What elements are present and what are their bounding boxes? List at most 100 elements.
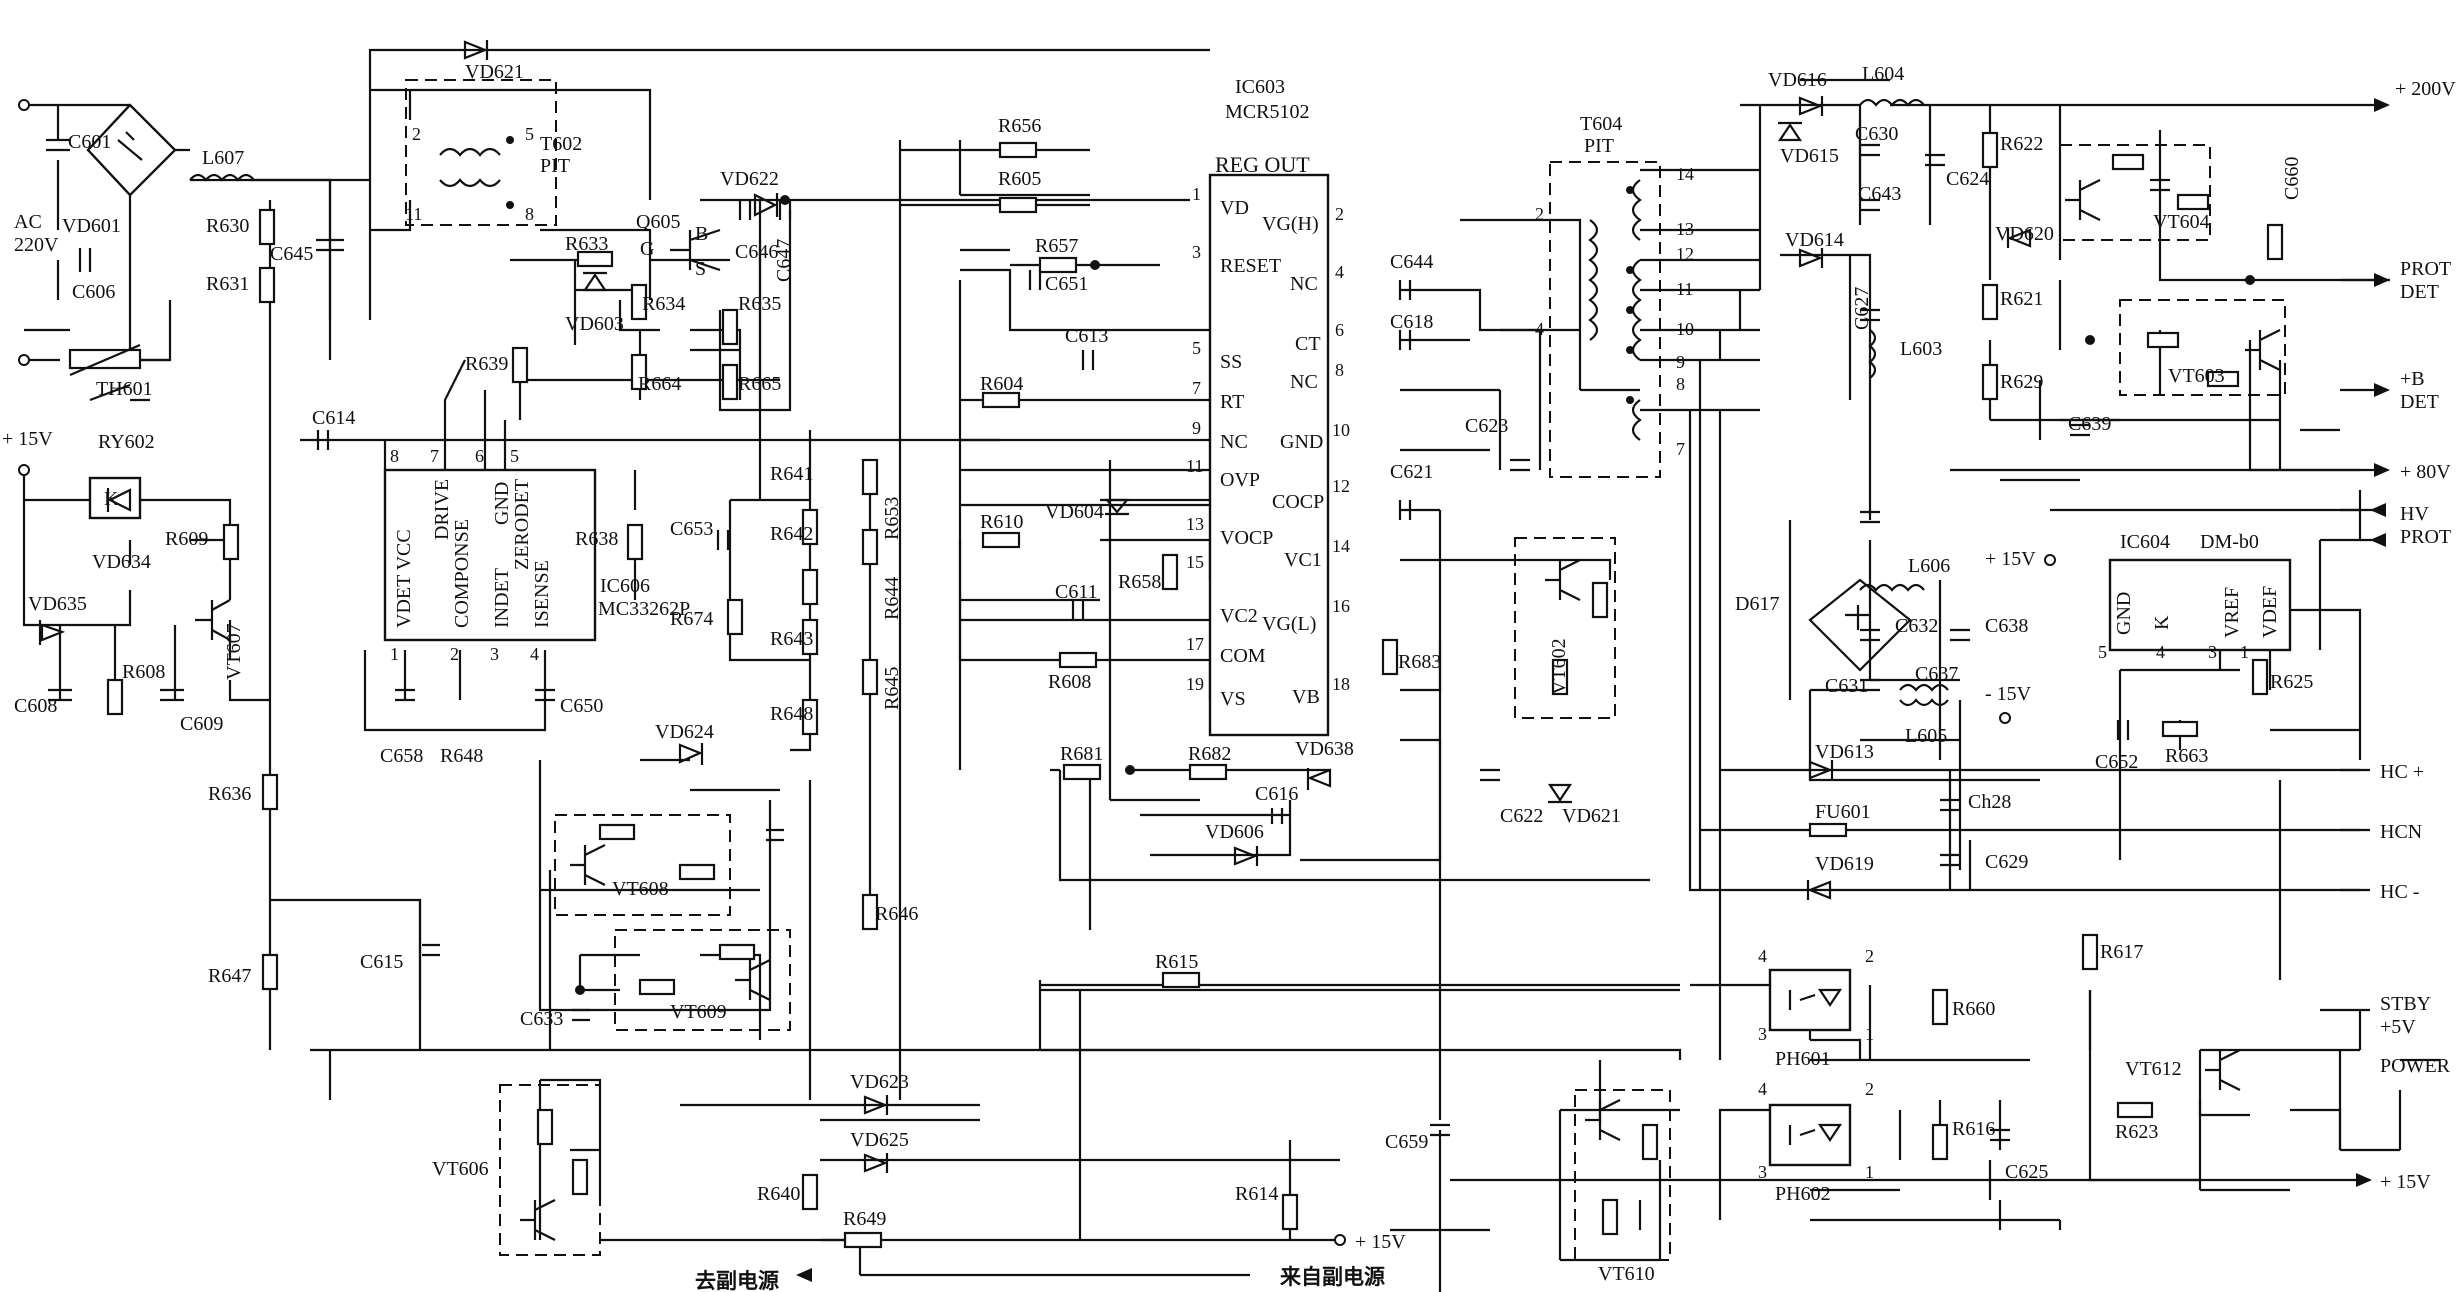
ic606-labels: 8 7 6 5 VDET VCC DRIVE GND ZERODET COMPO… bbox=[390, 446, 690, 664]
ic603-pin-name: GND bbox=[1280, 431, 1323, 453]
label-c650: C650 bbox=[560, 695, 603, 717]
ph602-body bbox=[1768, 1103, 1852, 1167]
ic606-top-pin-num: 6 bbox=[475, 446, 484, 466]
ic603-pin-num: 15 bbox=[1186, 552, 1204, 572]
ic603-pin-name: OVP bbox=[1220, 469, 1260, 491]
label-vd614: VD614 bbox=[1785, 229, 1844, 251]
label-ph601-pin2: 2 bbox=[1865, 946, 1874, 966]
label-c651: C651 bbox=[1045, 273, 1088, 295]
label-th601: TH601 bbox=[96, 378, 153, 400]
label-vd603: VD603 bbox=[565, 313, 624, 335]
label-r641: R641 bbox=[770, 463, 813, 485]
ic606-pin-vdet-vcc: VDET VCC bbox=[393, 529, 415, 628]
label-l605: L605 bbox=[1905, 725, 1947, 747]
label-s: S bbox=[695, 258, 706, 280]
label-c645: C645 bbox=[270, 243, 313, 265]
label-d617: D617 bbox=[1735, 593, 1779, 615]
label-b: B bbox=[695, 223, 708, 245]
ic603-pin-num: 9 bbox=[1192, 418, 1201, 438]
label-vd621a: VD621 bbox=[465, 61, 524, 83]
label-c643: C643 bbox=[1858, 183, 1901, 205]
output-hc-plus: HC + bbox=[2380, 761, 2424, 783]
thermistor-th601-icon bbox=[68, 343, 142, 377]
label-c644: C644 bbox=[1390, 251, 1433, 273]
label-g: G bbox=[640, 238, 654, 260]
label-r636: R636 bbox=[208, 783, 251, 805]
label-ph601: PH601 bbox=[1775, 1048, 1831, 1070]
label-c658: C658 bbox=[380, 745, 423, 767]
ic603-pin-num: 3 bbox=[1192, 242, 1201, 262]
t604-ref: T604 bbox=[1580, 113, 1622, 135]
output-200v: + 200V bbox=[2395, 78, 2456, 100]
ic606-pin-isense: ISENSE bbox=[531, 560, 553, 628]
label-ph602-pin3: 3 bbox=[1758, 1162, 1767, 1182]
ic603-pin-name: NC bbox=[1290, 371, 1318, 393]
label-vd615: VD615 bbox=[1780, 145, 1839, 167]
ic603-pin-num: 1 bbox=[1192, 184, 1201, 204]
output-stby: STBY+5V bbox=[2380, 993, 2431, 1038]
label-c623: C623 bbox=[1465, 415, 1508, 437]
label-c646: C646 bbox=[735, 241, 778, 263]
ph601-body bbox=[1768, 968, 1852, 1032]
label-ph601-pin4: 4 bbox=[1758, 946, 1767, 966]
label-vt612: VT612 bbox=[2125, 1058, 2182, 1080]
label-vd622: VD622 bbox=[720, 168, 779, 190]
label-q605: Q605 bbox=[636, 211, 680, 233]
label-vt607: VT607 bbox=[223, 623, 245, 680]
label-c621: C621 bbox=[1390, 461, 1433, 483]
plus15-d617-label: + 15V bbox=[1985, 548, 2036, 570]
label-r633: R633 bbox=[565, 233, 608, 255]
label-l606: L606 bbox=[1908, 555, 1950, 577]
label-vd625: VD625 bbox=[850, 1129, 909, 1151]
ic603-pin-name: CT bbox=[1295, 333, 1321, 355]
output-15v: + 15V bbox=[2380, 1171, 2431, 1193]
ic603-ref: IC603 bbox=[1235, 76, 1285, 98]
label-r631: R631 bbox=[206, 273, 249, 295]
ic606-bottom-pin-num: 1 bbox=[390, 644, 399, 664]
ic604-part: DM-b0 bbox=[2200, 531, 2259, 553]
label-c629: C629 bbox=[1985, 851, 2028, 873]
label-c627: C627 bbox=[1851, 287, 1873, 330]
ic603-pin-name: VS bbox=[1220, 688, 1246, 710]
ic604-pin-num: 4 bbox=[2156, 642, 2165, 662]
minus15-label: - 15V bbox=[1985, 683, 2032, 705]
label-l607: L607 bbox=[202, 147, 244, 169]
label-l604: L604 bbox=[1862, 63, 1904, 85]
relay-k-label: K bbox=[104, 488, 119, 510]
label-r645: R645 bbox=[881, 667, 903, 710]
ic606-body bbox=[383, 468, 597, 642]
t602-sub: PIT bbox=[540, 155, 570, 177]
label-r638: R638 bbox=[575, 528, 618, 550]
label-r615: R615 bbox=[1155, 951, 1198, 973]
label-fu601: FU601 bbox=[1815, 801, 1871, 823]
ic603-pin-name: COM bbox=[1220, 645, 1266, 667]
ic603-pin-name: RESET bbox=[1220, 255, 1281, 277]
ic603-pin-name: VD bbox=[1220, 197, 1249, 219]
label-c608: C608 bbox=[14, 695, 57, 717]
ic603-pin-num: 4 bbox=[1335, 262, 1344, 282]
label-r657: R657 bbox=[1035, 235, 1078, 257]
label-r682: R682 bbox=[1188, 743, 1231, 765]
label-r630: R630 bbox=[206, 215, 249, 237]
label-ph602-pin4: 4 bbox=[1758, 1079, 1767, 1099]
label-c632: C632 bbox=[1895, 615, 1938, 637]
ic603-pin-name: NC bbox=[1220, 431, 1248, 453]
label-l603: L603 bbox=[1900, 338, 1942, 360]
t604-pin: 11 bbox=[1676, 279, 1693, 299]
label-r629: R629 bbox=[2000, 371, 2043, 393]
t604-pin: 2 bbox=[1535, 204, 1544, 224]
ic604-ref: IC604 bbox=[2120, 531, 2170, 553]
ic603-pin-num: 8 bbox=[1335, 360, 1344, 380]
to-sub-supply-label: 去副电源 bbox=[695, 1269, 779, 1292]
label-c624: C624 bbox=[1946, 168, 1989, 190]
ic603-pin-num: 14 bbox=[1332, 536, 1350, 556]
ic604-pin-num: 5 bbox=[2098, 642, 2107, 662]
label-r665: R665 bbox=[738, 373, 781, 395]
label-r656: R656 bbox=[998, 115, 1041, 137]
ic603-pin-name: VOCP bbox=[1220, 527, 1273, 549]
ic603-pin-name: VC1 bbox=[1284, 549, 1322, 571]
label-r605: R605 bbox=[998, 168, 1041, 190]
